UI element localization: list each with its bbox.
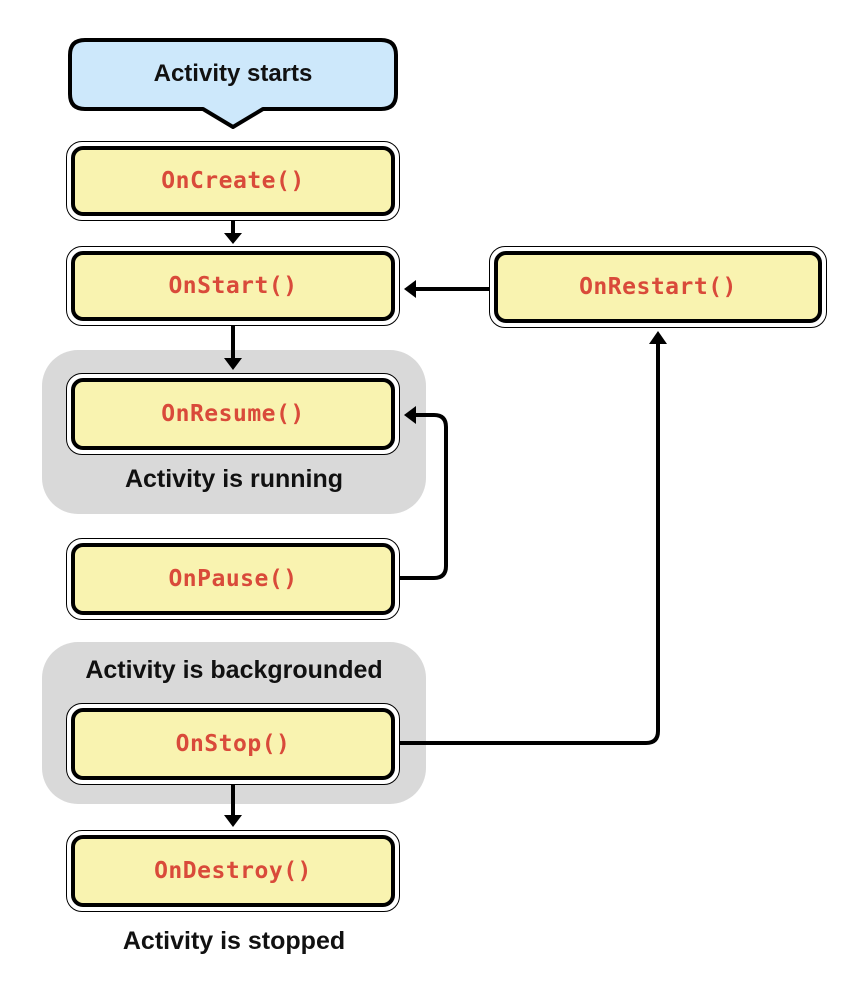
arrowhead-pause-resume (404, 406, 416, 424)
onresume-label: OnResume() (161, 401, 305, 427)
arrowhead-restart-start (404, 280, 416, 298)
arrowhead-start (224, 233, 242, 244)
onpause-node: OnPause() (66, 538, 400, 620)
onrestart-node: OnRestart() (489, 246, 827, 328)
ondestroy-node: OnDestroy() (66, 830, 400, 912)
arrowhead-restart (649, 331, 667, 344)
start-label: Activity starts (153, 60, 313, 87)
arrow-stop-to-restart (400, 344, 660, 745)
stopped-caption: Activity is stopped (122, 927, 346, 955)
onstop-node: OnStop() (66, 703, 400, 785)
arrowhead-resume (224, 358, 242, 370)
oncreate-label: OnCreate() (161, 168, 305, 194)
running-caption: Activity is running (124, 465, 344, 493)
onrestart-label: OnRestart() (579, 274, 737, 300)
onstart-node: OnStart() (66, 246, 400, 326)
onresume-node: OnResume() (66, 373, 400, 455)
backgrounded-caption: Activity is backgrounded (85, 656, 383, 684)
oncreate-node: OnCreate() (66, 141, 400, 221)
ondestroy-label: OnDestroy() (154, 858, 312, 884)
onstart-label: OnStart() (168, 273, 298, 299)
onstop-label: OnStop() (175, 731, 291, 757)
arrowhead-destroy (224, 815, 242, 827)
onpause-label: OnPause() (168, 566, 298, 592)
arrow-pause-to-resume (400, 413, 448, 580)
